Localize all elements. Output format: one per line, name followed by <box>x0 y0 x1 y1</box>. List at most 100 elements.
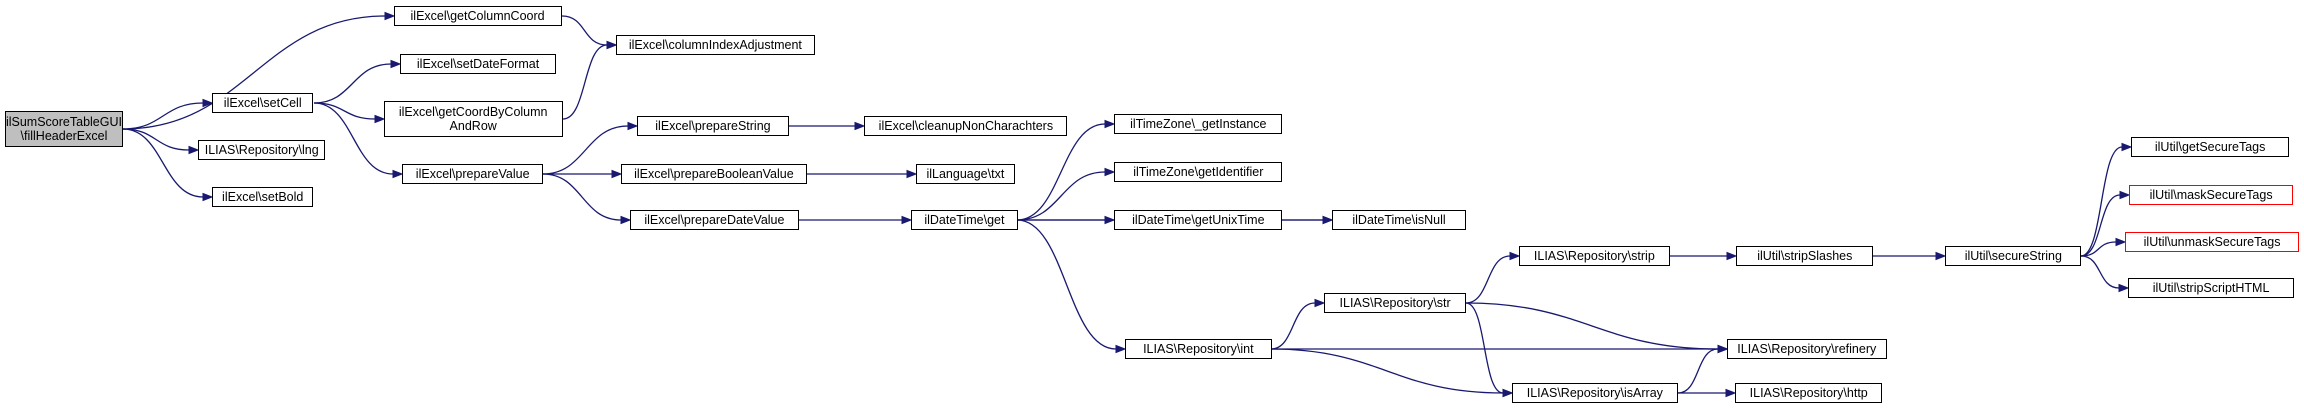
edge-secureString-to-stripScriptHTML <box>2080 255 2120 289</box>
node-securestring[interactable]: ilUtil\secureString <box>1945 245 2082 266</box>
node-txt-label: ilLanguage\txt <box>926 166 1005 181</box>
edge-dateTimeGet-to-getInstance <box>1016 123 1106 221</box>
edge-fillHeaderExcel-to-setCell <box>122 102 204 130</box>
node-setdateformat[interactable]: ilExcel\setDateFormat <box>400 53 556 74</box>
edge-arrowhead-prepareValue-to-prepareString <box>627 121 639 131</box>
node-unmasksecuretags[interactable]: ilUtil\unmaskSecureTags <box>2125 231 2299 252</box>
node-repository-strip[interactable]: ILIAS\Repository\strip <box>1518 245 1671 266</box>
edge-dateTimeGet-to-getIdentifier <box>1016 171 1106 221</box>
node-columnindexadjustment[interactable]: ilExcel\columnIndexAdjustment <box>616 35 815 56</box>
node-setcell[interactable]: ilExcel\setCell <box>211 92 314 113</box>
node-datetime-get[interactable]: ilDateTime\get <box>911 210 1018 231</box>
node-preparedatevalue-label: ilExcel\prepareDateValue <box>644 213 785 228</box>
node-stripslashes-label: ilUtil\stripSlashes <box>1757 248 1853 263</box>
edge-getColumnCoord-to-columnIndexAdjustment <box>561 15 608 46</box>
node-getsecuretags[interactable]: ilUtil\getSecureTags <box>2131 137 2290 158</box>
edge-arrowhead-dateTimeGet-to-repoInt <box>1115 344 1127 354</box>
node-preparevalue-label: ilExcel\prepareValue <box>415 166 530 181</box>
node-preparestring[interactable]: ilExcel\prepareString <box>636 115 790 136</box>
edge-arrowhead-prepareValue-to-prepareBooleanValue <box>611 169 623 179</box>
node-stripslashes[interactable]: ilUtil\stripSlashes <box>1736 245 1874 266</box>
node-preparebooleanvalue[interactable]: ilExcel\prepareBooleanValue <box>621 163 807 184</box>
node-getidentifier-label: ilTimeZone\getIdentifier <box>1133 164 1264 179</box>
edge-repoStr-to-isArray <box>1465 302 1504 394</box>
node-repository-refinery[interactable]: ILIAS\Repository\refinery <box>1726 339 1887 360</box>
node-txt[interactable]: ilLanguage\txt <box>916 163 1015 184</box>
node-getcoordbycolumnandrow[interactable]: ilExcel\getCoordByColumn AndRow <box>383 100 563 138</box>
node-setbold-label: ilExcel\setBold <box>222 190 304 205</box>
edge-fillHeaderExcel-to-lng <box>122 128 190 151</box>
edge-fillHeaderExcel-to-setBold <box>122 128 204 198</box>
node-repository-isarray-label: ILIAS\Repository\isArray <box>1526 385 1663 400</box>
node-repository-str[interactable]: ILIAS\Repository\str <box>1324 292 1466 313</box>
node-isnull[interactable]: ilDateTime\isNull <box>1332 210 1466 231</box>
node-fillheaderexcel[interactable]: ilSumScoreTableGUI \fillHeaderExcel <box>4 110 124 148</box>
edge-arrowhead-setCell-to-setDateFormat <box>390 59 402 69</box>
node-setdateformat-label: ilExcel\setDateFormat <box>416 56 540 71</box>
node-stripscripthtml-label: ilUtil\stripScriptHTML <box>2152 281 2270 296</box>
edge-arrowhead-getUnixTime-to-isNull <box>1322 215 1334 225</box>
edge-repoInt-to-repoStr <box>1270 302 1316 350</box>
edge-prepareValue-to-prepareDateValue <box>542 173 622 221</box>
edge-secureString-to-unmaskSecureTags <box>2080 241 2117 257</box>
edge-setCell-to-getCoordByColumnAndRow <box>313 102 376 120</box>
node-gettimezone-instance[interactable]: ilTimeZone\_getInstance <box>1114 113 1283 134</box>
node-getcoordbycolumnandrow-line1: ilExcel\getCoordByColumn <box>398 105 548 120</box>
node-isnull-label: ilDateTime\isNull <box>1352 213 1446 228</box>
node-columnindexadjustment-label: ilExcel\columnIndexAdjustment <box>628 38 802 53</box>
edge-arrowhead-prepareValue-to-prepareDateValue <box>620 215 632 225</box>
node-repository-isarray[interactable]: ILIAS\Repository\isArray <box>1511 382 1678 403</box>
node-getidentifier[interactable]: ilTimeZone\getIdentifier <box>1114 161 1283 182</box>
node-datetime-get-label: ilDateTime\get <box>924 213 1005 228</box>
edge-repoStr-to-repoStrip <box>1465 255 1511 304</box>
node-getcolumncoord-label: ilExcel\getColumnCoord <box>410 9 545 24</box>
node-preparedatevalue[interactable]: ilExcel\prepareDateValue <box>629 210 799 231</box>
edge-arrowhead-fillHeaderExcel-to-getColumnCoord <box>384 11 396 21</box>
edge-prepareValue-to-prepareString <box>542 125 629 175</box>
edge-arrowhead-repoStr-to-isArray <box>1502 388 1514 398</box>
edge-arrowhead-repoInt-to-repoStr <box>1314 298 1326 308</box>
node-preparestring-label: ilExcel\prepareString <box>655 118 771 133</box>
node-repository-int[interactable]: ILIAS\Repository\int <box>1125 339 1272 360</box>
node-repository-refinery-label: ILIAS\Repository\refinery <box>1737 342 1877 357</box>
node-stripscripthtml[interactable]: ilUtil\stripScriptHTML <box>2128 278 2295 299</box>
edge-fillHeaderExcel-to-getColumnCoord <box>122 15 386 130</box>
node-masksecuretags[interactable]: ilUtil\maskSecureTags <box>2129 184 2294 205</box>
edge-arrowhead-fillHeaderExcel-to-setCell <box>202 98 214 108</box>
node-cleanupnoncharachters[interactable]: ilExcel\cleanupNonCharachters <box>864 115 1068 136</box>
edge-arrowhead-dateTimeGet-to-getIdentifier <box>1104 167 1116 177</box>
node-repository-str-label: ILIAS\Repository\str <box>1339 295 1451 310</box>
node-preparebooleanvalue-label: ilExcel\prepareBooleanValue <box>634 166 794 181</box>
node-getunixtime-label: ilDateTime\getUnixTime <box>1132 213 1265 228</box>
edge-arrowhead-isArray-to-refinery <box>1717 344 1729 354</box>
edge-setCell-to-setDateFormat <box>313 63 392 104</box>
edge-dateTimeGet-to-repoInt <box>1016 219 1117 350</box>
edge-isArray-to-refinery <box>1677 348 1719 394</box>
node-preparevalue[interactable]: ilExcel\prepareValue <box>402 163 543 184</box>
edge-arrowhead-getCoordByColumnAndRow-to-columnIndexAdjustment <box>606 40 618 50</box>
node-fillheaderexcel-line2: \fillHeaderExcel <box>20 129 108 144</box>
edge-arrowhead-prepareBooleanValue-to-txt <box>906 169 918 179</box>
node-fillheaderexcel-line1: ilSumScoreTableGUI <box>5 115 122 130</box>
node-lng[interactable]: ILIAS\Repository\lng <box>198 140 326 161</box>
node-setcell-label: ilExcel\setCell <box>223 95 302 110</box>
node-securestring-label: ilUtil\secureString <box>1964 248 2062 263</box>
node-unmasksecuretags-label: ilUtil\unmaskSecureTags <box>2143 234 2281 249</box>
node-getsecuretags-label: ilUtil\getSecureTags <box>2154 140 2266 155</box>
node-getcolumncoord[interactable]: ilExcel\getColumnCoord <box>393 6 562 27</box>
edge-repoInt-to-isArray <box>1270 348 1504 394</box>
node-repository-int-label: ILIAS\Repository\int <box>1143 342 1254 357</box>
edge-arrowhead-repoStr-to-repoStrip <box>1509 251 1521 261</box>
edge-arrowhead-fillHeaderExcel-to-lng <box>188 145 200 155</box>
node-setbold[interactable]: ilExcel\setBold <box>211 187 314 208</box>
node-getunixtime[interactable]: ilDateTime\getUnixTime <box>1114 210 1283 231</box>
edge-arrowhead-setCell-to-getCoordByColumnAndRow <box>374 114 386 124</box>
edge-arrowhead-repoStrip-to-stripSlashes <box>1726 251 1738 261</box>
node-cleanupnoncharachters-label: ilExcel\cleanupNonCharachters <box>878 118 1054 133</box>
edge-arrowhead-dateTimeGet-to-getInstance <box>1104 119 1116 129</box>
node-repository-http-label: ILIAS\Repository\http <box>1749 385 1868 400</box>
edge-arrowhead-fillHeaderExcel-to-setBold <box>202 192 214 202</box>
node-repository-http[interactable]: ILIAS\Repository\http <box>1735 382 1882 403</box>
